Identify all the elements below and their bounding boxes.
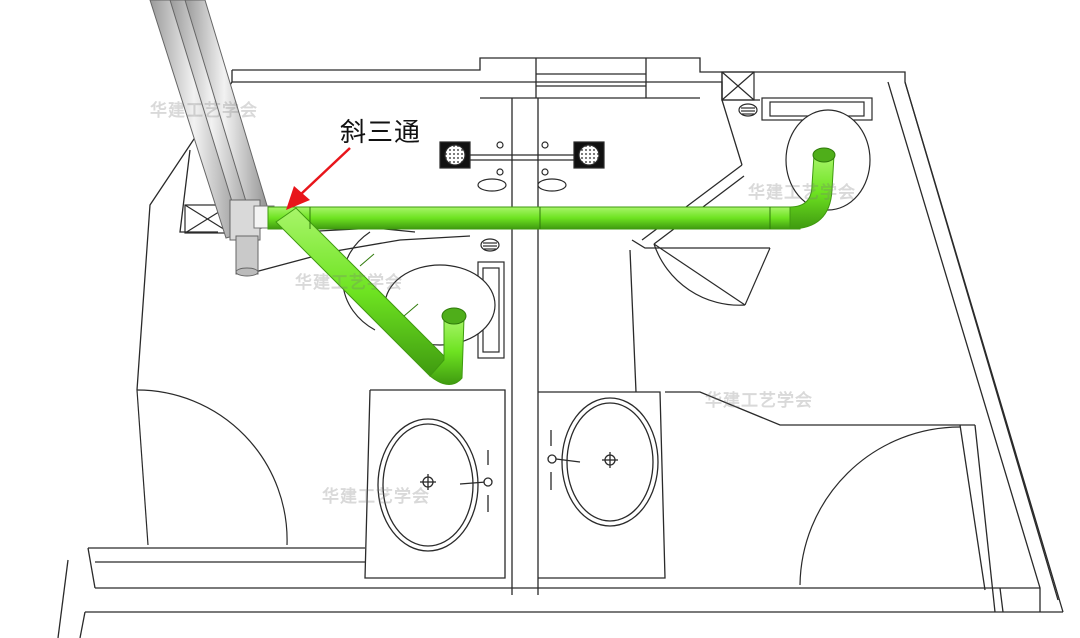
vertical-stack-pipes <box>149 0 275 277</box>
callout-arrow <box>286 147 351 210</box>
watermark-text: 华建工艺学会 <box>705 391 813 411</box>
watermark-text: 华建工艺学会 <box>150 101 258 121</box>
washbasin-right <box>547 397 659 527</box>
wye-fitting-label: 斜三通 <box>340 118 422 148</box>
watermark-text: 华建工艺学会 <box>322 487 430 507</box>
watermark-text: 华建工艺学会 <box>748 183 856 203</box>
shower-valves-icon <box>439 141 605 192</box>
washbasin-left <box>377 418 493 552</box>
door-swings <box>136 231 961 586</box>
floor-drain-icon <box>480 103 758 252</box>
watermark-text: 华建工艺学会 <box>295 273 403 293</box>
green-drain-pipes <box>267 147 836 385</box>
